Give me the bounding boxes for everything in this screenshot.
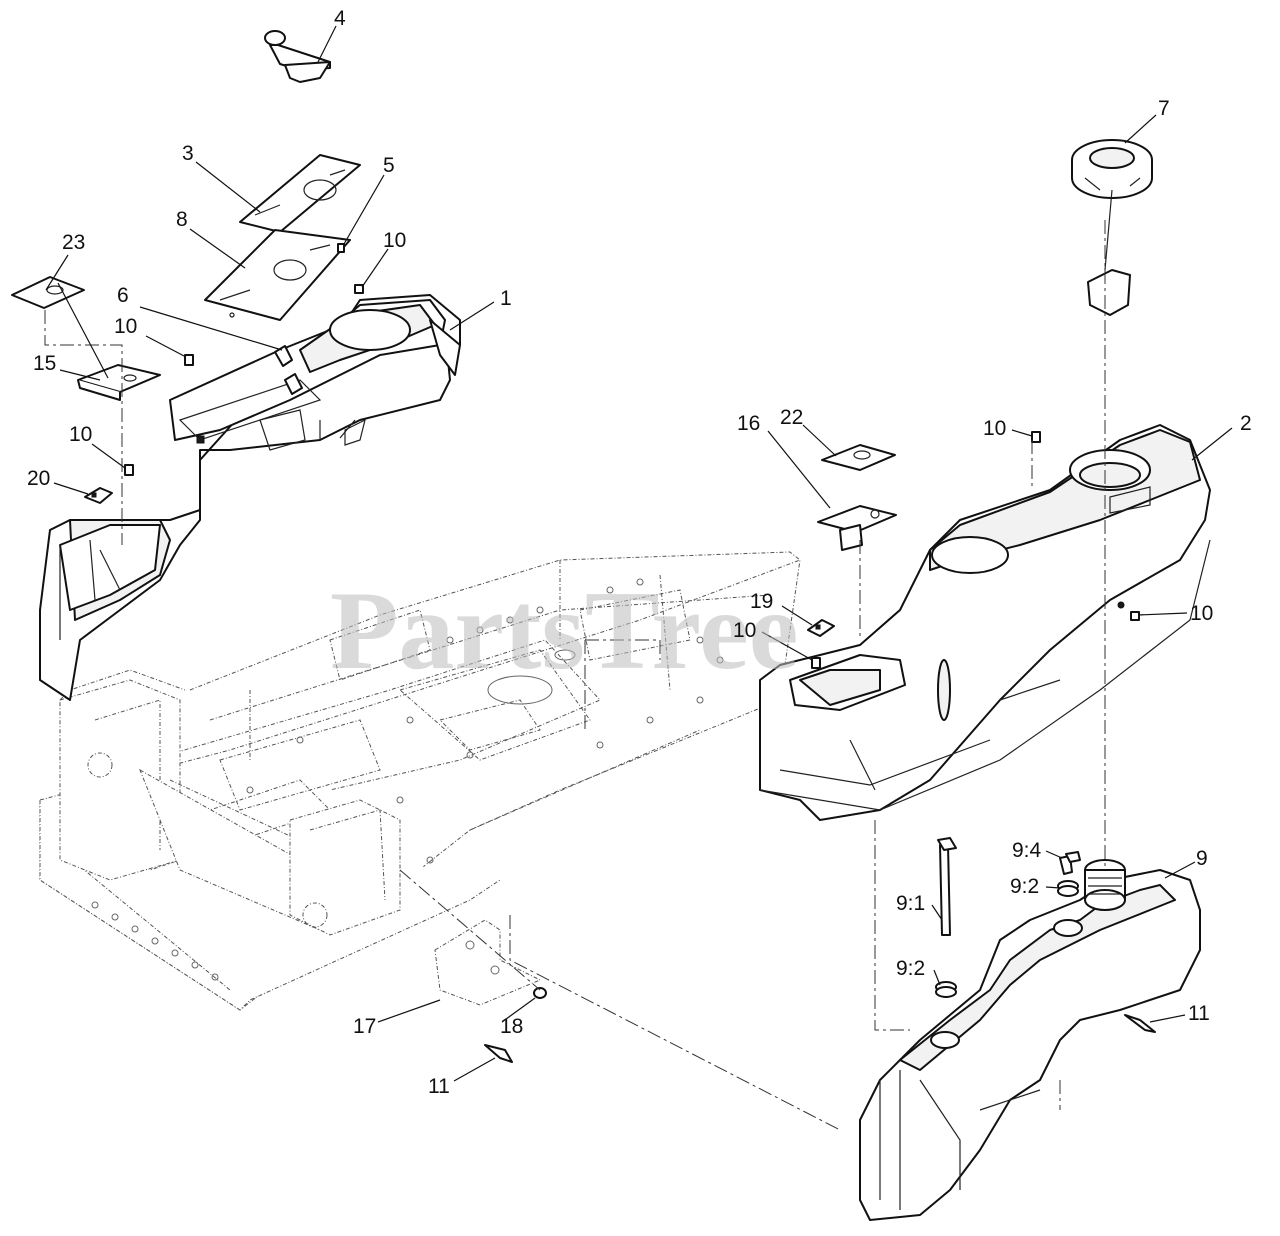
callout-7: 7 <box>1158 97 1170 120</box>
callout-10-a: 10 <box>383 229 406 252</box>
callout-labels: 1 2 3 4 5 6 7 8 9 9:1 9:2 9:2 9:4 10 10 … <box>27 7 1252 1098</box>
part-11-clip-left <box>484 1044 513 1063</box>
callout-18: 18 <box>500 1015 523 1038</box>
callout-10-f: 10 <box>733 619 756 642</box>
part-19-switch <box>807 619 835 637</box>
part-22-decal <box>821 444 896 471</box>
callout-23: 23 <box>62 231 85 254</box>
part-7-fuel-cap <box>1071 139 1153 316</box>
part-18-bolt <box>533 987 547 999</box>
callout-10-e: 10 <box>1190 602 1213 625</box>
part-15-cover-plate <box>77 364 161 401</box>
callout-6: 6 <box>117 284 129 307</box>
callout-9-2-upper: 9:2 <box>1010 875 1039 898</box>
part-1-left-fender-pod <box>39 294 461 701</box>
callout-17: 17 <box>353 1015 376 1038</box>
callout-2: 2 <box>1240 412 1252 435</box>
part-9-1-fuel-line <box>937 837 957 936</box>
part-23-decal <box>11 276 85 309</box>
callout-9: 9 <box>1196 847 1208 870</box>
callout-10-d: 10 <box>983 417 1006 440</box>
part-17-bracket <box>434 919 542 1006</box>
callout-11-b: 11 <box>1188 1002 1210 1025</box>
callout-9-2-lower: 9:2 <box>896 957 925 980</box>
callout-9-4: 9:4 <box>1012 839 1042 862</box>
callout-4: 4 <box>334 7 346 30</box>
callout-19: 19 <box>750 590 773 613</box>
assembly-centerlines <box>44 220 1106 1131</box>
part-20-switch <box>84 487 113 504</box>
callout-15: 15 <box>33 352 56 375</box>
part-9-fuel-tank <box>859 859 1201 1221</box>
part-5-screw <box>337 243 345 253</box>
callout-1: 1 <box>500 287 512 310</box>
front-axle-assembly <box>59 669 401 936</box>
leader-lines <box>45 25 1233 1082</box>
part-4-lever <box>264 30 331 83</box>
callout-10-b: 10 <box>114 315 137 338</box>
part-9-2-grommet-lower <box>935 981 957 998</box>
part-9-2-grommet-upper <box>1057 880 1079 897</box>
part-8-control-panel <box>204 229 351 321</box>
callout-8: 8 <box>176 208 188 231</box>
callout-20: 20 <box>27 467 50 490</box>
part-2-right-fender-pod <box>759 424 1211 821</box>
watermark-logo: PartsTree <box>330 569 799 693</box>
part-16-cover-plate <box>817 505 897 551</box>
callout-5: 5 <box>383 154 395 177</box>
part-9-4-elbow-fitting <box>1059 851 1081 875</box>
part-3-decal-plate <box>239 154 361 233</box>
callout-3: 3 <box>182 142 194 165</box>
callout-11-a: 11 <box>428 1075 450 1098</box>
frame-holes <box>91 578 724 981</box>
callout-10-c: 10 <box>69 423 92 446</box>
part-10-screws <box>124 284 1140 669</box>
part-11-clip-right <box>1124 1014 1156 1033</box>
callout-22: 22 <box>780 406 803 429</box>
callout-16: 16 <box>737 412 760 435</box>
part-6-harness <box>274 345 303 395</box>
callout-9-1: 9:1 <box>896 892 925 915</box>
